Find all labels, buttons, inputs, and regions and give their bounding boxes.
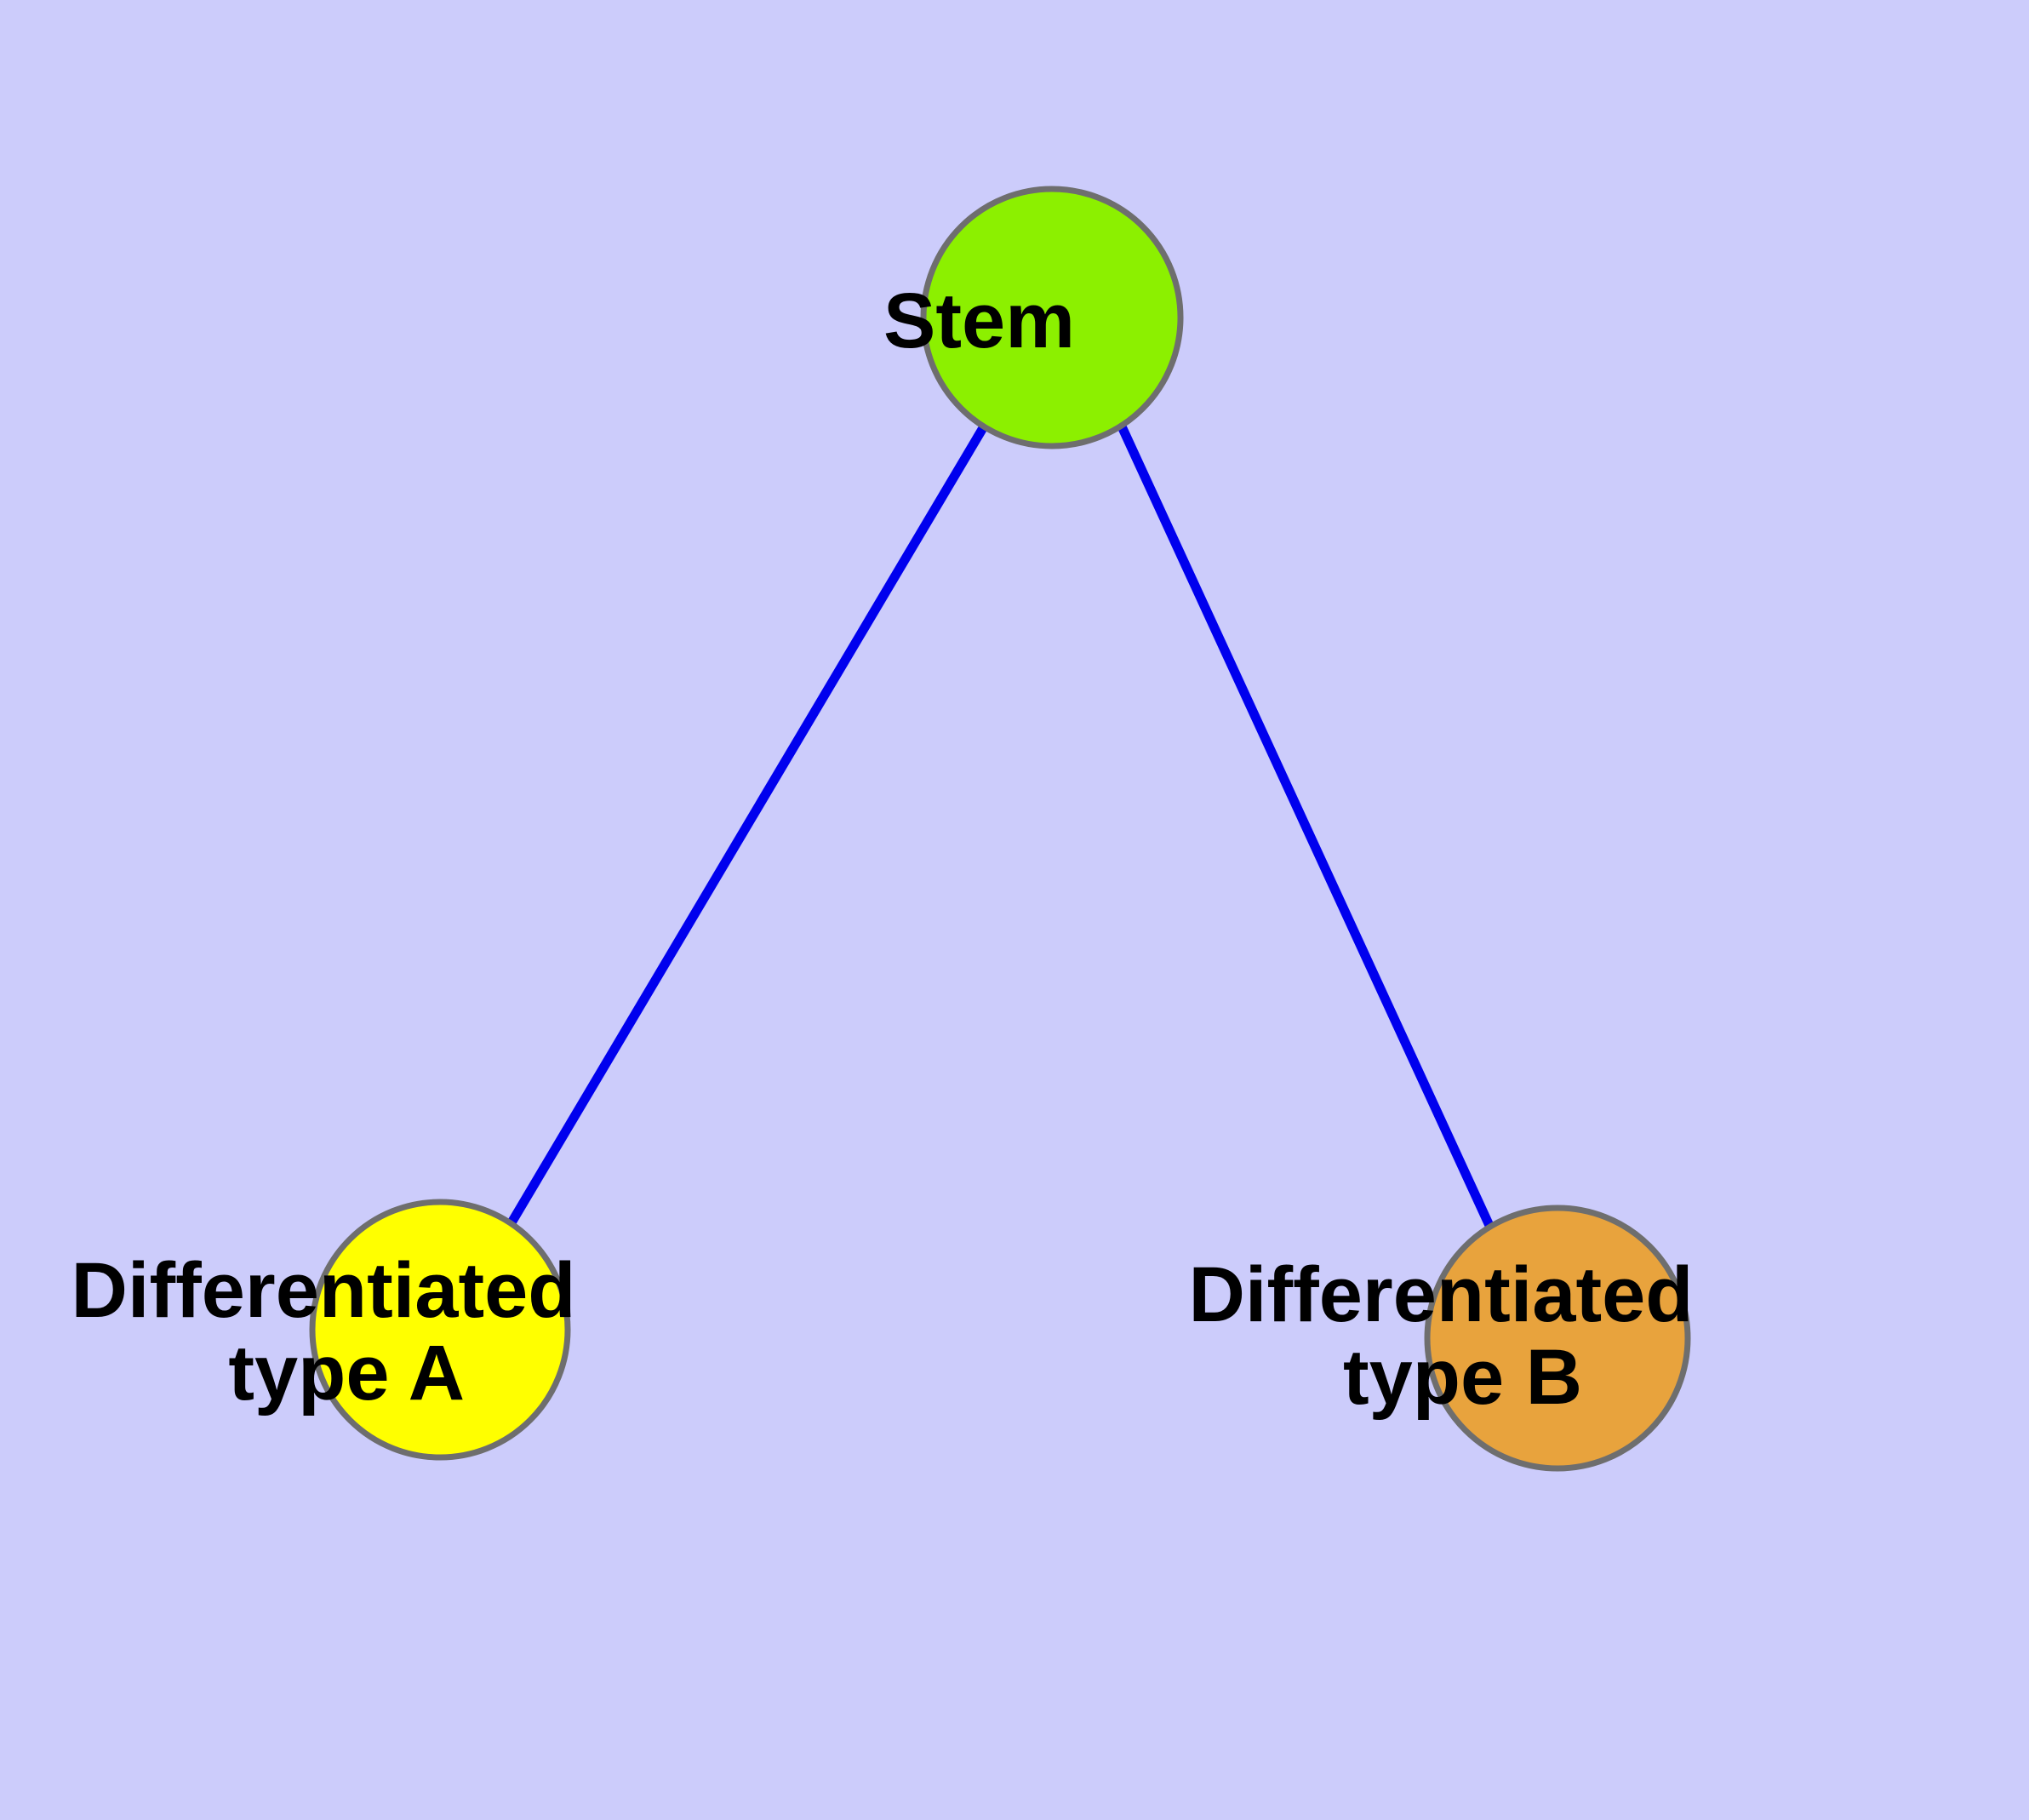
node-stem-label: Stem [883, 278, 1227, 364]
edge-stem-to-differentiated-type-a[interactable] [506, 424, 988, 1227]
node-differentiated-type-a-label: Differentiated type A [71, 1247, 771, 1417]
node-differentiated-type-b-label-line-2: type B [1343, 1334, 1582, 1421]
node-stem-circle[interactable] [920, 186, 1184, 449]
node-differentiated-type-a[interactable] [309, 1199, 571, 1461]
node-differentiated-type-b-label: Differentiated type B [1188, 1251, 1889, 1421]
labels-group: Stem Differentiated type A Differentiate… [71, 278, 1889, 1421]
node-differentiated-type-b-label-line-1: Differentiated [1188, 1251, 1693, 1338]
node-differentiated-type-a-circle[interactable] [309, 1199, 571, 1461]
node-differentiated-type-b[interactable] [1424, 1205, 1691, 1472]
nodes-group [309, 186, 1691, 1472]
edge-stem-to-differentiated-type-b[interactable] [1117, 424, 1495, 1232]
node-stem-label-line-1: Stem [883, 278, 1075, 364]
node-stem[interactable] [920, 186, 1184, 449]
edges-group [506, 424, 1495, 1232]
node-differentiated-type-a-label-line-1: Differentiated [71, 1247, 575, 1334]
node-differentiated-type-a-label-line-2: type A [228, 1330, 463, 1417]
node-differentiated-type-b-circle[interactable] [1424, 1205, 1691, 1472]
